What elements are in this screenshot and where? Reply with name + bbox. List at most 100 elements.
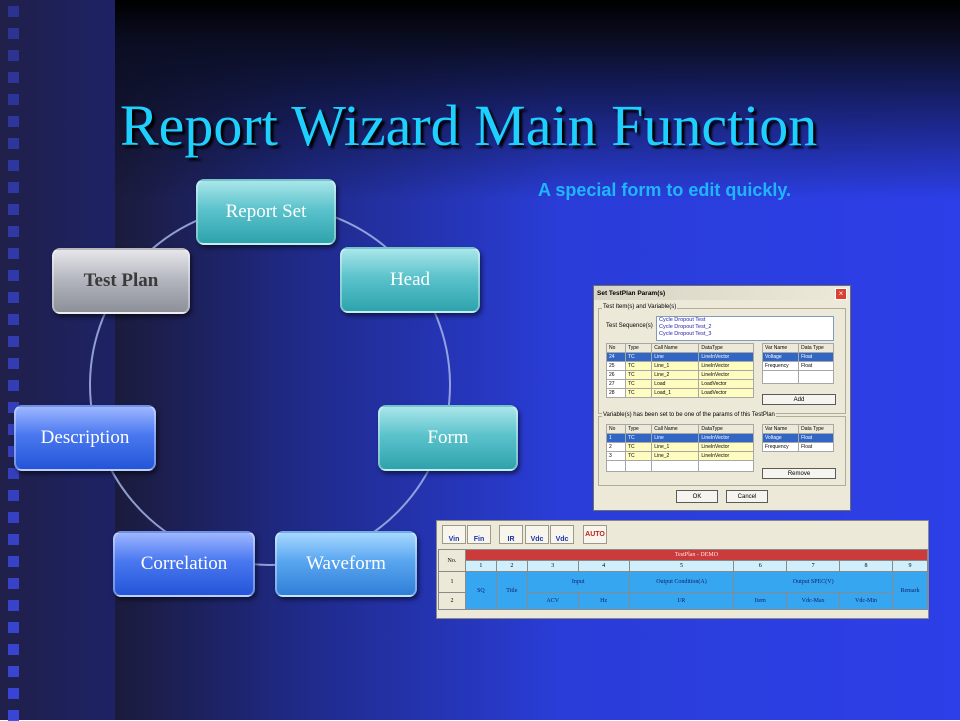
cancel-button[interactable]: Cancel xyxy=(726,490,768,503)
decor-square xyxy=(8,94,19,105)
ir-tool-button[interactable]: IR xyxy=(499,525,523,544)
sequence-list[interactable]: Cycle Dropout Test Cycle Dropout Test_2 … xyxy=(656,316,834,341)
decor-square xyxy=(8,512,19,523)
add-button[interactable]: Add xyxy=(762,394,836,405)
decor-square xyxy=(8,402,19,413)
list-item[interactable]: Cycle Dropout Test xyxy=(659,317,706,323)
remove-button[interactable]: Remove xyxy=(762,468,836,479)
decor-square xyxy=(8,314,19,325)
auto-tool-button[interactable]: AUTO xyxy=(583,525,607,544)
node-test-plan[interactable]: Test Plan xyxy=(52,248,190,314)
list-item[interactable]: Cycle Dropout Test_3 xyxy=(659,331,712,337)
node-description[interactable]: Description xyxy=(14,405,156,471)
node-head[interactable]: Head xyxy=(340,247,480,313)
vdc-remove-tool-button[interactable]: Vdc xyxy=(550,525,574,544)
cell: LineInVector xyxy=(698,352,754,362)
decor-square xyxy=(8,490,19,501)
col-number: 2 xyxy=(495,560,528,572)
col-header: Call Name xyxy=(651,343,700,353)
decor-square xyxy=(8,50,19,61)
col-header: Call Name xyxy=(651,424,700,434)
decor-square xyxy=(8,710,19,721)
vdc-add-tool-button[interactable]: Vdc xyxy=(525,525,549,544)
cell-vdc-max[interactable]: Vdc-Max xyxy=(786,592,841,610)
col-header: DataType xyxy=(698,343,754,353)
col-number: 3 xyxy=(526,560,579,572)
col-header: Var Name xyxy=(761,343,800,353)
node-form[interactable]: Form xyxy=(378,405,518,471)
decor-square xyxy=(8,6,19,17)
cell-hz[interactable]: Hz xyxy=(577,592,630,610)
decor-square xyxy=(8,292,19,303)
decor-square xyxy=(8,578,19,589)
col-number: 7 xyxy=(786,560,841,572)
cell: TC xyxy=(624,352,653,362)
col-number: 8 xyxy=(839,560,893,572)
cell-output-spec[interactable]: Output SPEC(V) xyxy=(733,571,893,593)
fin-tool-button[interactable]: Fin xyxy=(467,525,491,544)
cell: 25 xyxy=(606,361,626,371)
decor-square xyxy=(8,28,19,39)
decor-square xyxy=(8,556,19,567)
cell: TC xyxy=(624,388,653,398)
decor-square xyxy=(8,644,19,655)
col-header: Type xyxy=(624,424,653,434)
cell-ir[interactable]: I/R xyxy=(628,592,735,610)
cell-item[interactable]: Item xyxy=(733,592,788,610)
col-number: 6 xyxy=(733,560,788,572)
decor-square xyxy=(8,160,19,171)
col-header: No xyxy=(606,424,626,434)
cell-acv[interactable]: ACV xyxy=(526,592,579,610)
cell: Line xyxy=(651,433,700,443)
cell-input[interactable]: Input xyxy=(526,571,630,593)
decor-square xyxy=(8,248,19,259)
no-header: No. xyxy=(438,549,466,572)
cell: Voltage xyxy=(761,433,800,443)
cell: Load_1 xyxy=(651,388,700,398)
cell: LineInVector xyxy=(698,433,754,443)
cell: Float xyxy=(798,352,834,362)
ok-button[interactable]: OK xyxy=(676,490,718,503)
table-banner: TestPlan - DEMO xyxy=(464,549,928,561)
cell: Line_1 xyxy=(651,442,700,452)
cell: Frequency xyxy=(761,361,800,371)
close-icon[interactable]: × xyxy=(835,288,847,300)
cell-title[interactable]: Title xyxy=(495,571,528,610)
node-correlation[interactable]: Correlation xyxy=(113,531,255,597)
slide-title: Report Wizard Main Function xyxy=(120,93,818,158)
seq-label: Test Sequence(s) xyxy=(606,323,653,329)
vin-tool-button[interactable]: Vin xyxy=(442,525,466,544)
cell-sq[interactable]: SQ xyxy=(464,571,497,610)
decor-square xyxy=(8,424,19,435)
decor-square xyxy=(8,622,19,633)
decor-square xyxy=(8,116,19,127)
cell: 26 xyxy=(606,370,626,380)
cell-vdc-min[interactable]: Vdc-Min xyxy=(839,592,893,610)
cell: 24 xyxy=(606,352,626,362)
decor-square xyxy=(8,688,19,699)
col-header: Var Name xyxy=(761,424,800,434)
left-decor-strip xyxy=(0,0,115,720)
node-waveform[interactable]: Waveform xyxy=(275,531,417,597)
cell-remark[interactable]: Remark xyxy=(891,571,928,610)
cell-output-condition[interactable]: Output Condition(A) xyxy=(628,571,735,593)
list-item[interactable]: Cycle Dropout Test_2 xyxy=(659,324,712,330)
cell: LoadVector xyxy=(698,388,754,398)
cell: TC xyxy=(624,442,653,452)
node-report-set[interactable]: Report Set xyxy=(196,179,336,245)
decor-square xyxy=(8,336,19,347)
